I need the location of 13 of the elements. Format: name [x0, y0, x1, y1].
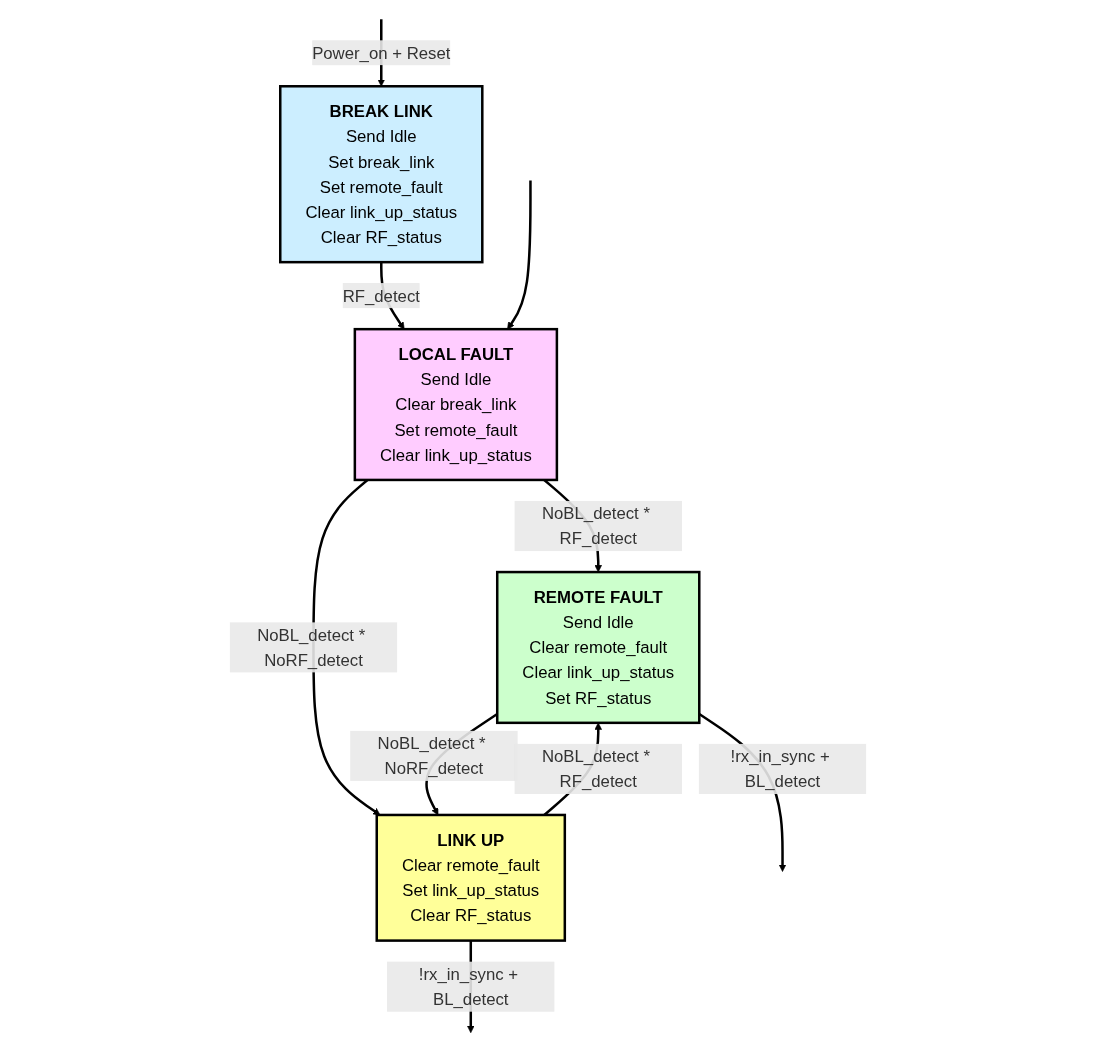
- edge-label: NoBL_detect * NoRF_detect: [256, 625, 365, 670]
- node-box: LOCAL FAULT Send Idle Clear break_link Set remote_fault Clear link_up_status: [353, 327, 558, 482]
- node-box: BREAK LINK Send Idle Set break_link Set remote_fault Clear link_up_status Clear RF_status: [278, 85, 484, 264]
- node-box: REMOTE FAULT Send Idle Clear remote_fault Clear link_up_status Set RF_status: [495, 570, 701, 725]
- edge-label: NoBL_detect * NoRF_detect: [377, 733, 486, 778]
- edge-label: Power_on + Reset: [311, 43, 450, 62]
- arrow: [506, 180, 532, 330]
- edge-label: NoBL_detect * RF_detect: [541, 747, 650, 791]
- edge-label: RF_detect: [342, 286, 420, 305]
- node-box: LINK UP Clear remote_fault Set link_up_status Clear RF_status: [375, 813, 566, 942]
- edge-label: !rx_in_sync + BL_detect: [730, 747, 830, 791]
- edge-label: NoBL_detect * RF_detect: [541, 504, 650, 548]
- edge-label: !rx_in_sync + BL_detect: [418, 964, 518, 1009]
